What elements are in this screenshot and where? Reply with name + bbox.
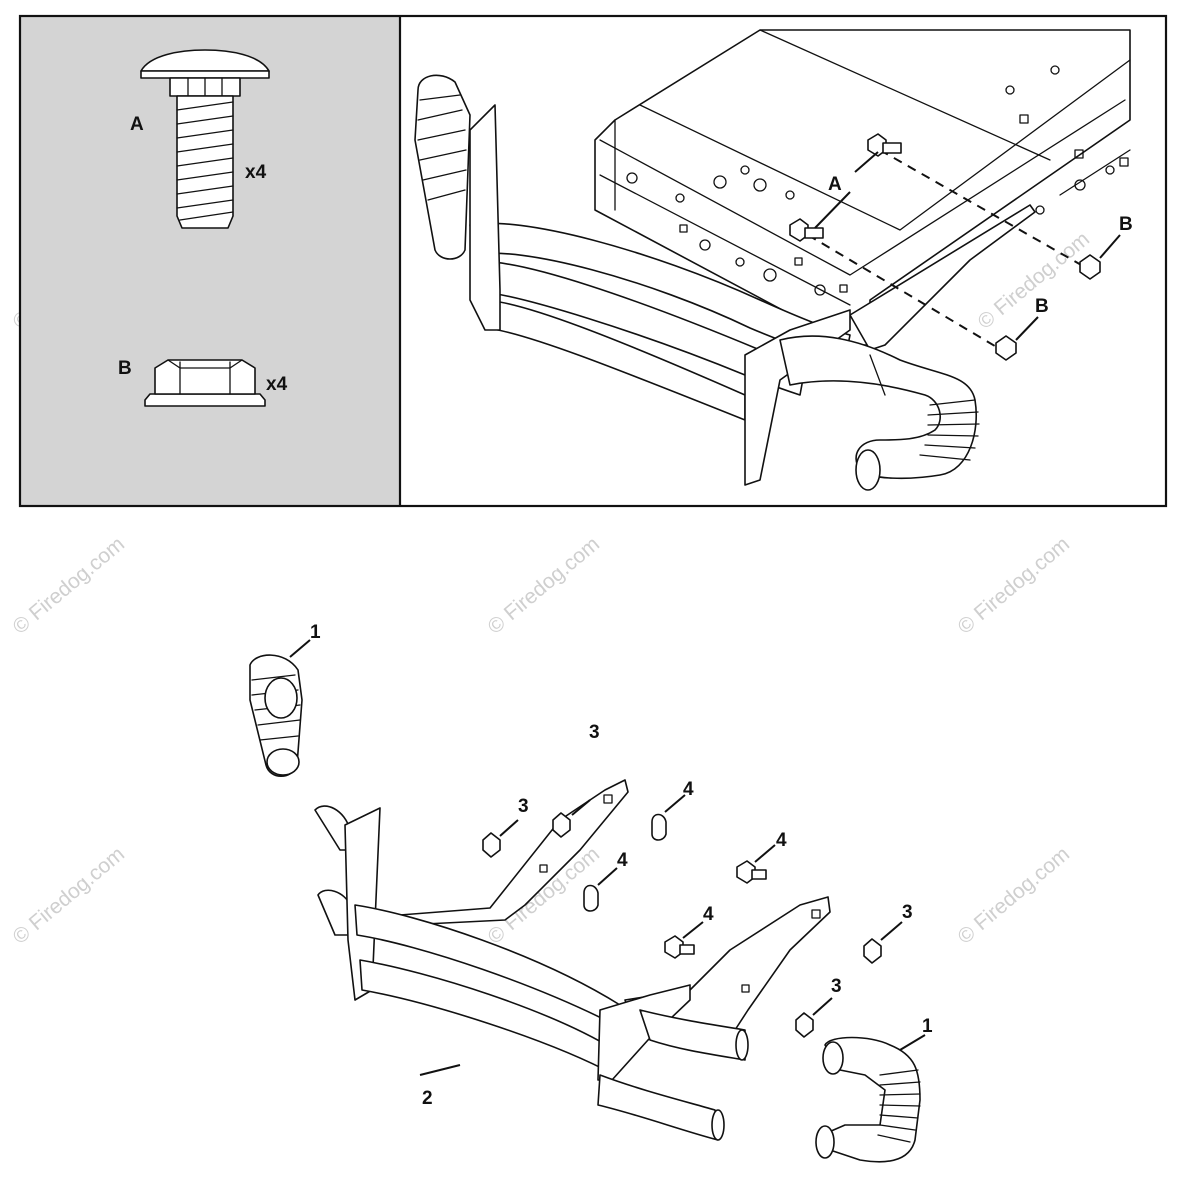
callout-4: 4 xyxy=(683,779,694,800)
callout-a: A xyxy=(828,174,842,195)
callout-1: 1 xyxy=(310,622,321,643)
bolt-letter-label: A xyxy=(130,114,144,135)
flange-nut-icon xyxy=(144,359,266,407)
watermark: © Firedog.com xyxy=(8,842,129,948)
callout-4: 4 xyxy=(776,830,787,851)
callout-2: 2 xyxy=(422,1088,433,1109)
callout-3: 3 xyxy=(831,976,842,997)
callout-1: 1 xyxy=(922,1016,933,1037)
exploded-callouts: 1 1 2 3 3 3 3 4 4 4 4 xyxy=(310,622,933,1109)
watermark: © Firedog.com xyxy=(483,532,604,638)
mower-frame-illustration xyxy=(414,29,1131,491)
nut-quantity-label: x4 xyxy=(266,374,288,395)
callout-b: B xyxy=(1119,214,1133,235)
bolt-quantity-label: x4 xyxy=(245,162,267,183)
callout-4: 4 xyxy=(703,904,714,925)
exploded-bumper-illustration xyxy=(249,639,926,1163)
watermark: © Firedog.com xyxy=(953,842,1074,948)
install-callouts: A B B xyxy=(828,174,1133,317)
callout-3: 3 xyxy=(589,722,600,743)
frame-border xyxy=(18,14,1168,508)
callout-b: B xyxy=(1035,296,1049,317)
watermark: © Firedog.com xyxy=(8,532,129,638)
watermark: © Firedog.com xyxy=(953,532,1074,638)
callout-3: 3 xyxy=(518,796,529,817)
callout-3: 3 xyxy=(902,902,913,923)
carriage-bolt-icon xyxy=(140,49,270,229)
install-hardware xyxy=(789,133,1121,361)
nut-letter-label: B xyxy=(118,358,132,379)
callout-4: 4 xyxy=(617,850,628,871)
